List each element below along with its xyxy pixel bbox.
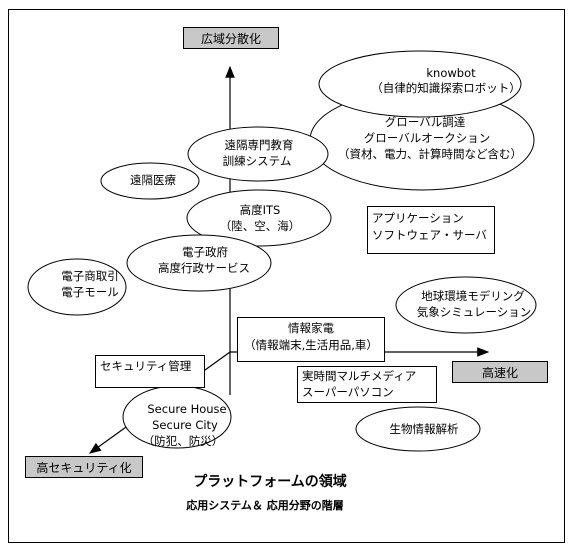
app-label-1: アプリケーション: [372, 211, 464, 225]
caption-title: プラットフォームの領域: [193, 474, 347, 490]
its-ellipse: [186, 189, 332, 247]
multimedia-label-1: 実時間マルチメディア: [302, 369, 417, 383]
global-label-2: グローバルオークション: [363, 131, 491, 145]
appliance-label-1: 情報家電: [288, 321, 334, 335]
appliance-label-2: （情報端末,生活用品,車）: [244, 338, 378, 352]
app-label-2: ソフトウェア・サーバ: [372, 228, 487, 242]
multimedia-box: [297, 366, 437, 403]
diagram-frame: [8, 9, 565, 543]
its-label-1: 高度ITS: [239, 203, 281, 217]
global-label-3: （資材、電力、計算時間など含む）: [338, 147, 522, 161]
bio-label: 生物情報解析: [389, 422, 459, 436]
remote-edu-label-1: 遠隔専門教育: [224, 138, 294, 152]
security-mgmt-box: [95, 355, 205, 388]
axis-label-up: 広域分散化: [183, 27, 279, 49]
secure-house-label-2: Secure City: [152, 418, 218, 432]
earth-ellipse: [395, 276, 537, 334]
axis-label-down-left: 高セキュリティ化: [25, 456, 143, 478]
ecommerce-label-1: 電子商取引: [61, 269, 119, 283]
secure-house-label-1: Secure House: [147, 402, 227, 416]
secure-house-label-3: （防犯、防災）: [142, 434, 224, 448]
knowbot-label-1: knowbot: [426, 66, 476, 80]
knowbot-label-2: （自律的知識探索ロボット）: [371, 81, 521, 95]
remote-edu-ellipse: [187, 126, 329, 182]
remote-med-label: 遠隔医療: [130, 173, 176, 187]
earth-label-1: 地球環境モデリング: [421, 289, 525, 303]
axis-label-right: 高速化: [452, 361, 548, 383]
security-mgmt-label: セキュリティ管理: [100, 359, 192, 373]
egov-label-1: 電子政府: [182, 245, 228, 259]
ecommerce-ellipse: [27, 258, 127, 316]
earth-label-2: 気象シミュレーション: [416, 305, 532, 319]
multimedia-label-2: スーパーパソコン: [302, 385, 394, 399]
appliance-box: [237, 317, 385, 362]
egov-label-2: 高度行政サービス: [158, 261, 250, 275]
caption-subtitle: 応用システム＆ 応用分野の階層: [186, 499, 344, 512]
knowbot-ellipse: [318, 50, 522, 118]
global-label-1: グローバル調達: [384, 115, 466, 129]
its-label-2: （陸、空、海）: [219, 219, 301, 233]
ecommerce-label-2: 電子モール: [61, 285, 119, 299]
remote-med-ellipse: [100, 162, 200, 200]
remote-edu-label-2: 訓練システム: [222, 154, 292, 168]
egov-ellipse: [126, 234, 272, 292]
bio-ellipse: [355, 406, 481, 452]
app-box: [367, 206, 495, 254]
